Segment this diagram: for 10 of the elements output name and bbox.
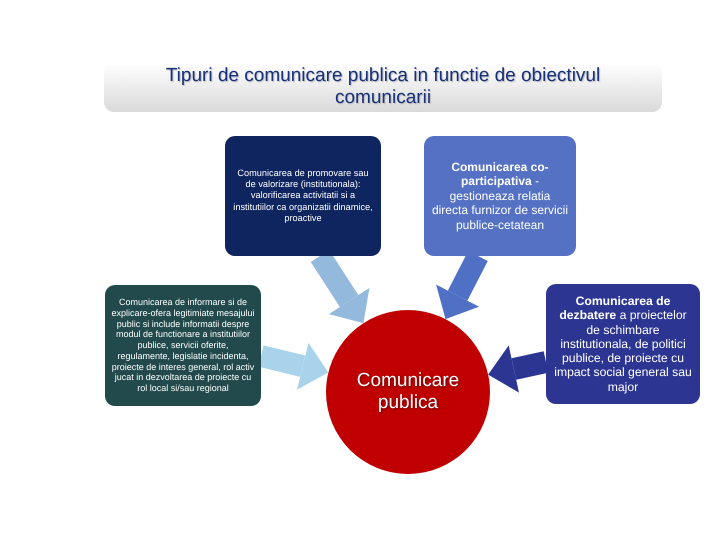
node-text: Comunicare publica <box>356 370 460 414</box>
block-arrow <box>488 345 548 393</box>
node-text: Comunicarea de dezbatere a proiectelor de schimbare institutionala, de politici publice, de proiecte cu impact social general sau major <box>553 294 693 394</box>
process-box <box>225 136 381 256</box>
node-text: Comunicarea de informare si de explicare-ofera legitimiate mesajului public si include informatii despre modul de functionare a institutiilor publice, servicii oferite, regulamente, legislatie incidenta, proiecte de interes general, rol activ jucat in dezvoltarea de proiecte cu rol local si/sau regional <box>111 296 255 394</box>
node-text: Comunicarea de promovare sau de valorizare (institutionala): valorificarea activitatii si a institutiilor ca organizatii dinamice, proactive <box>232 168 374 224</box>
process-box <box>424 136 576 256</box>
process-box <box>546 284 700 404</box>
node-text: Comunicarea co-participativa - gestioneaza relatia directa furnizor de servicii publice-cetatean <box>430 160 570 232</box>
process-box <box>105 285 261 406</box>
